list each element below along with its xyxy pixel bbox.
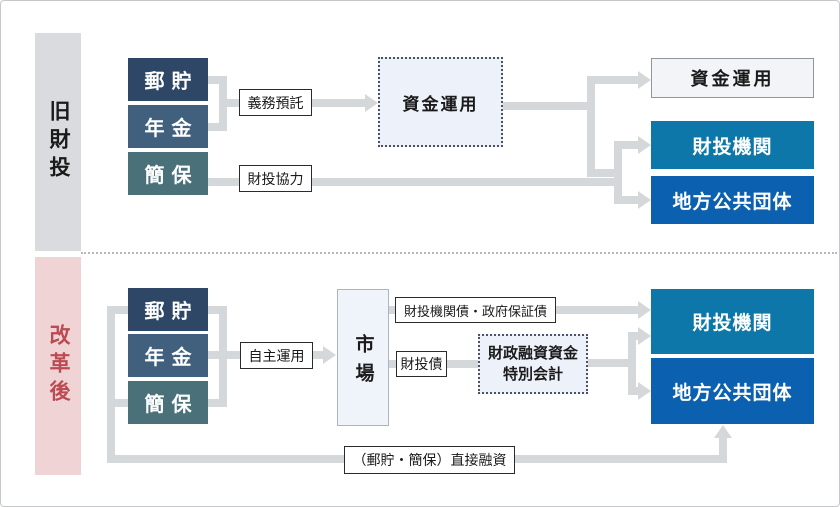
label-text: 財投機関債・政府保証債 [403,303,547,319]
connector-branch [614,141,622,204]
connector-stub [208,123,227,131]
market-box: 市場 [337,289,389,426]
market-label: 市場 [352,333,374,392]
connector-stub [208,399,227,407]
dest-box-fund-management: 資金運用 [651,58,814,98]
dest-label: 財投機関 [692,313,773,334]
connector-line [503,102,595,110]
new-section-label: 改革後 [47,324,70,408]
source-box-postal-savings-old: 郵貯 [128,58,208,101]
source-box-postal-savings-new: 郵貯 [128,288,208,331]
new-section-bar: 改革後 [35,257,81,475]
connector-line [636,387,638,395]
source-box-pension-new: 年金 [128,334,208,377]
dest-label: 地方公共団体 [672,382,793,404]
label-text: 義務預託 [247,94,304,111]
connector-stub [115,306,128,314]
section-divider [81,252,837,254]
source-label: 郵貯 [144,301,199,323]
source-box-postal-insurance-old: 簡保 [128,152,208,195]
dest-label: 資金運用 [690,69,775,89]
label-box-filp-agency-bonds: 財投機関債・政府保証債 [395,297,556,323]
process-label-line1: 財政融資資金 [487,345,578,362]
dest-box-local-government-new: 地方公共団体 [651,358,814,424]
connector-line [622,196,638,204]
arrowhead-icon [638,301,651,319]
connector-stub [208,76,227,84]
connector-line [595,76,638,84]
connector-bracket [219,76,227,131]
arrowhead-icon [638,136,651,154]
label-text: （郵貯・簡保）直接融資 [352,452,507,468]
dest-label: 地方公共団体 [672,191,793,213]
process-label-line2: 特別会計 [502,366,563,383]
old-section-bar: 旧財投 [35,33,81,251]
source-box-pension-old: 年金 [128,105,208,148]
arrowhead-icon [714,425,732,438]
connector-bracket [107,306,115,463]
label-box-direct-loans: （郵貯・簡保）直接融資 [344,446,515,474]
arrowhead-icon [323,346,336,364]
connector-line [312,99,365,107]
source-label: 郵貯 [144,71,199,93]
connector-line [622,141,638,149]
source-label: 年金 [144,118,199,140]
connector-line [588,359,636,367]
dest-box-local-government-old: 地方公共団体 [651,176,814,224]
fiscal-loan-special-account-box: 財政融資資金 特別会計 [478,334,588,394]
dest-box-filp-agency-old: 財投機関 [651,121,814,169]
arrowhead-icon [638,191,651,209]
label-text: 自主運用 [248,347,305,364]
label-text: 財投債 [400,356,443,372]
label-box-mandatory-deposit: 義務預託 [239,89,312,116]
dest-box-filp-agency-new: 財投機関 [651,289,814,354]
arrowhead-icon [638,71,651,89]
connector-stub [115,399,128,407]
label-box-filp-cooperation: 財投協力 [239,165,312,192]
connector-stub [208,306,227,314]
connector-line [595,169,622,177]
fund-management-dotted-box: 資金運用 [378,57,503,147]
source-label: 年金 [144,347,199,369]
connector-branch [587,76,595,177]
label-text: 財投協力 [247,170,304,187]
label-box-filp-bonds: 財投債 [396,351,447,377]
connector-line [208,178,622,186]
label-box-independent-management: 自主運用 [240,342,313,369]
source-label: 簡保 [144,394,199,416]
connector-branch [719,436,727,463]
process-label: 資金運用 [402,94,479,114]
arrowhead-icon [365,94,378,112]
arrowhead-icon [638,327,651,345]
connector-line [227,99,239,107]
connector-branch [628,332,636,395]
arrowhead-icon [638,382,651,400]
source-label: 簡保 [144,165,199,187]
connector-line [636,332,638,340]
old-section-label: 旧財投 [47,100,70,184]
source-box-postal-insurance-new: 簡保 [128,381,208,424]
connector-line [208,351,240,359]
connector-line [313,351,323,359]
dest-label: 財投機関 [692,136,773,158]
